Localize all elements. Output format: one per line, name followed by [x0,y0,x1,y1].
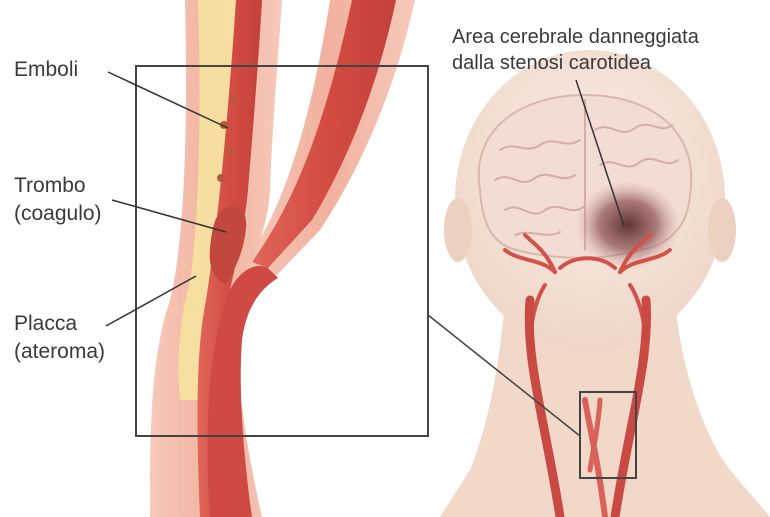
damaged-area-label-line1: Area cerebrale danneggiata [452,24,699,50]
trombo-label-line2: (coagulo) [14,200,102,228]
carotid-artery-detail [150,0,415,517]
head-illustration [440,50,770,517]
damaged-area-label-line2: dalla stenosi carotidea [452,50,699,76]
emboli-label: Emboli [14,56,78,84]
trombo-label: Trombo (coagulo) [14,172,102,228]
right-ear [708,198,736,262]
trombo-label-line1: Trombo [14,172,102,200]
damaged-area-label: Area cerebrale danneggiata dalla stenosi… [452,24,699,76]
placca-label-line1: Placca [14,310,105,338]
placca-label-line2: (ateroma) [14,338,105,366]
emboli-label-text: Emboli [14,56,78,84]
left-ear [444,198,472,262]
placca-label: Placca (ateroma) [14,310,105,366]
